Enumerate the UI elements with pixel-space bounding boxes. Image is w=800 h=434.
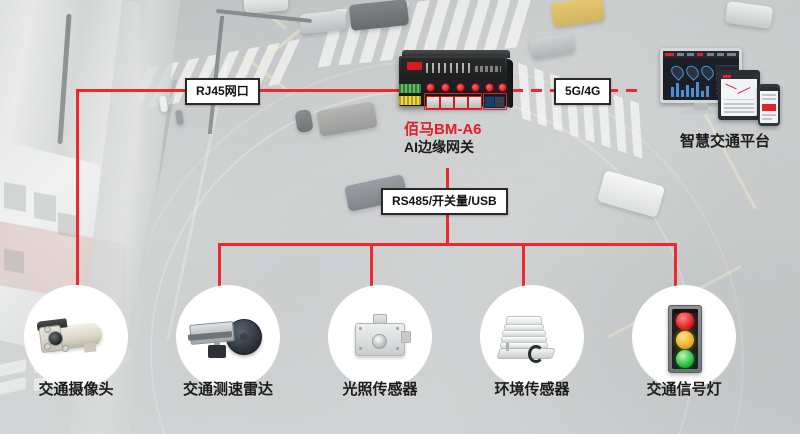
device-label-traffic-camera: 交通摄像头 xyxy=(38,381,114,398)
bar-chart-widget xyxy=(671,81,709,97)
antenna-connector-icon xyxy=(485,83,494,92)
device-node-traffic-camera[interactable] xyxy=(24,285,128,389)
dashboard-topbar xyxy=(663,51,739,58)
enclosure-screw xyxy=(396,327,399,330)
enclosure-screw xyxy=(359,327,362,330)
monitor-stand-neck xyxy=(694,103,708,111)
phone-icon xyxy=(758,84,780,126)
serial-port xyxy=(494,96,505,108)
signal-lamp-green xyxy=(676,350,694,368)
phone-row xyxy=(762,114,776,116)
platform-label: 智慧交通平台 xyxy=(679,133,770,150)
radar-mount xyxy=(208,345,226,358)
link-line-drop-env xyxy=(522,243,525,291)
map-pin-icon xyxy=(683,63,702,81)
phone-accent xyxy=(762,104,776,111)
camera-mount xyxy=(83,342,97,353)
map-pin-icon xyxy=(668,63,687,81)
rj45-port xyxy=(468,96,482,109)
antenna-connector-icon xyxy=(441,83,450,92)
signal-visor xyxy=(674,309,698,313)
gateway-chassis xyxy=(399,56,507,110)
port-group-outline xyxy=(483,93,507,110)
signal-lamp-red xyxy=(676,312,694,330)
link-line-bus xyxy=(218,243,677,246)
sensor-cable xyxy=(528,345,544,363)
camera-ir-led xyxy=(44,326,51,333)
shield-stem xyxy=(506,343,509,351)
link-line-rj45-vertical xyxy=(76,89,79,289)
antenna-connector-icon xyxy=(471,83,480,92)
monitor-stand-base xyxy=(682,110,720,114)
rj45-port xyxy=(426,96,440,109)
link-line-drop-light xyxy=(370,243,373,291)
phone-row xyxy=(762,118,772,120)
phone-header xyxy=(760,87,778,91)
device-node-speed-radar[interactable] xyxy=(176,285,280,389)
signal-lamp-yellow xyxy=(676,331,694,349)
link-line-drop-radar xyxy=(218,243,221,291)
env-sensor-icon xyxy=(480,285,584,389)
phone-row xyxy=(762,94,776,96)
ai-edge-gateway-device xyxy=(399,50,513,112)
signal-inner-panel xyxy=(672,309,698,369)
map-pin-icon xyxy=(698,63,717,81)
smart-traffic-platform-devices xyxy=(660,48,795,128)
status-led-row xyxy=(426,63,470,73)
camera-ir-led xyxy=(44,343,51,350)
label-wireless: 5G/4G xyxy=(554,78,612,105)
tablet-table-row xyxy=(724,111,754,113)
device-node-light-sensor[interactable] xyxy=(328,285,432,389)
tablet-screen xyxy=(721,74,757,116)
device-label-traffic-signal: 交通信号灯 xyxy=(646,381,722,398)
device-node-env-sensor[interactable] xyxy=(480,285,584,389)
tablet-table-row xyxy=(724,107,754,109)
signal-housing xyxy=(668,305,702,373)
tablet-chart xyxy=(724,83,754,100)
rj45-port xyxy=(454,96,468,109)
status-led-row-secondary xyxy=(426,69,470,73)
brand-logo-icon xyxy=(407,62,422,70)
panel-silkscreen xyxy=(475,66,501,72)
enclosure-screw xyxy=(396,347,399,350)
terminal-block-yellow xyxy=(399,96,421,105)
device-node-traffic-signal[interactable] xyxy=(632,285,736,389)
device-label-speed-radar: 交通测速雷达 xyxy=(182,381,273,398)
gateway-model: 佰马BM-A6 xyxy=(404,121,482,138)
device-label-light-sensor: 光照传感器 xyxy=(342,381,418,398)
antenna-connector-icon xyxy=(498,83,507,92)
camera-icon xyxy=(24,285,128,389)
antenna-connector-icon xyxy=(456,83,465,92)
terminal-block-green xyxy=(399,84,421,93)
antenna-connector-icon xyxy=(426,83,435,92)
tablet-header xyxy=(721,74,757,79)
link-line-drop-signal xyxy=(674,243,677,291)
light-sensor-icon xyxy=(328,285,432,389)
gateway-front-panel xyxy=(401,58,505,80)
tablet-table-row xyxy=(724,103,754,105)
traffic-light-icon xyxy=(632,285,736,389)
label-rj45: RJ45网口 xyxy=(185,78,260,105)
gateway-subtitle: AI边缘网关 xyxy=(404,138,474,155)
sensor-side-connector xyxy=(401,331,411,343)
photocell-dome xyxy=(372,334,387,349)
tablet-icon xyxy=(718,70,760,120)
label-fieldbus: RS485/开关量/USB xyxy=(381,188,508,215)
phone-screen xyxy=(760,87,778,123)
gateway-caption: 佰马BM-A6 AI边缘网关 xyxy=(404,121,482,155)
device-label-env-sensor: 环境传感器 xyxy=(494,381,570,398)
gateway-top-shell xyxy=(402,50,510,58)
radar-icon xyxy=(176,285,280,389)
enclosure-screw xyxy=(359,347,362,350)
phone-row xyxy=(762,98,776,100)
camera-ir-led xyxy=(62,345,69,352)
rj45-port xyxy=(440,96,454,109)
tablet-accent xyxy=(723,75,731,78)
